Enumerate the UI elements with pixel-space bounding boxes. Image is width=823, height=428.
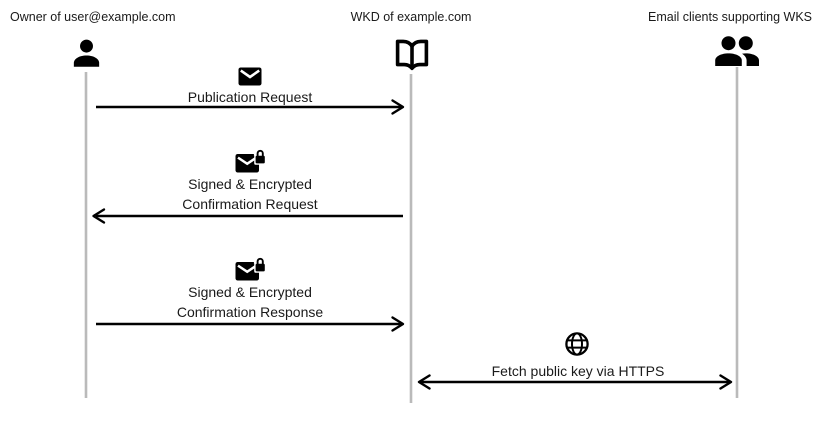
email-icon <box>238 67 262 86</box>
message-label-publication-request: Publication Request <box>187 89 313 105</box>
message-label-confirmation-response: Signed & Encrypted Confirmation Response <box>177 282 323 322</box>
people-icon <box>714 35 760 69</box>
actor-label-clients: Email clients supporting WKS <box>648 10 812 24</box>
globe-icon <box>564 331 590 357</box>
actor-label-owner: Owner of user@example.com <box>10 10 176 24</box>
message-line: Confirmation Response <box>176 304 324 320</box>
email-lock-icon <box>235 255 265 282</box>
message-line: Confirmation Request <box>182 196 318 212</box>
message-label-fetch-public-key: Fetch public key via HTTPS <box>491 363 665 379</box>
message-label-confirmation-request: Signed & Encrypted Confirmation Request <box>182 174 317 214</box>
arrowhead-left-icon <box>92 208 106 224</box>
arrowhead-right-icon <box>391 316 405 332</box>
person-icon <box>70 37 103 68</box>
arrow-confirmation-request <box>92 208 403 224</box>
open-book-icon <box>393 37 431 73</box>
arrowhead-right-icon <box>719 374 733 390</box>
message-line: Signed & Encrypted <box>188 176 312 192</box>
arrow-publication-request <box>96 99 405 115</box>
arrowhead-left-icon <box>417 374 431 390</box>
arrow-confirmation-response <box>96 316 405 332</box>
arrowhead-right-icon <box>391 99 405 115</box>
actor-label-wkd: WKD of example.com <box>350 10 472 24</box>
arrow-fetch-public-key <box>417 374 733 390</box>
email-lock-icon <box>235 147 265 174</box>
message-line: Signed & Encrypted <box>188 284 312 300</box>
